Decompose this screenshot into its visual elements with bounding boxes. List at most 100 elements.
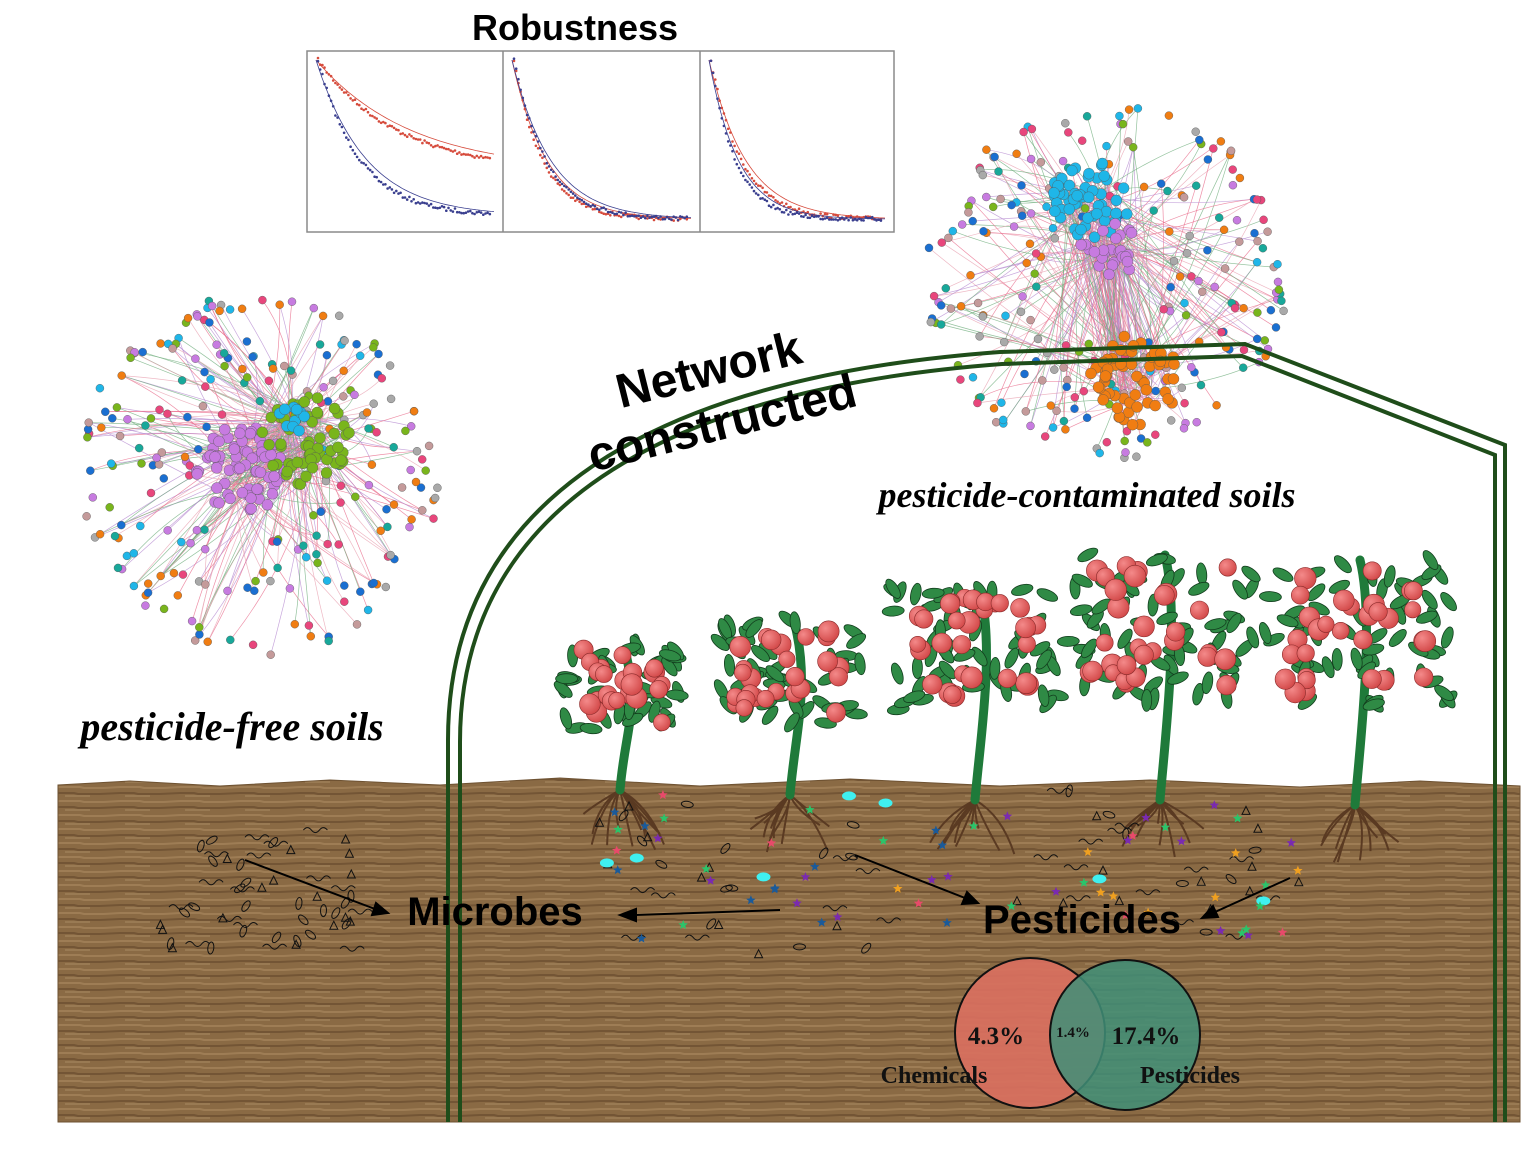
network-node — [218, 423, 231, 436]
network-edge — [1105, 258, 1260, 352]
network-node — [169, 568, 179, 578]
network-node — [168, 344, 177, 353]
network-node — [1061, 425, 1070, 434]
microbes-label: Microbes — [407, 890, 583, 934]
robustness-point — [724, 118, 728, 122]
network-node — [937, 320, 946, 329]
pesticide-star — [1002, 811, 1013, 821]
robustness-fit-line — [315, 59, 495, 155]
network-node — [236, 487, 249, 499]
robustness-point — [851, 218, 855, 222]
microbe-spiral — [855, 868, 881, 875]
network-node — [1038, 376, 1047, 385]
pesticide-star — [653, 833, 663, 843]
network-node — [1125, 227, 1138, 239]
robustness-point — [460, 211, 463, 215]
network-node — [1167, 373, 1180, 385]
network-node — [968, 373, 978, 382]
network-edge — [127, 418, 283, 428]
tomato-fruit — [1361, 669, 1382, 689]
robustness-point — [565, 185, 568, 189]
network-node — [205, 318, 214, 327]
network-node — [1279, 306, 1288, 316]
robustness-point — [340, 88, 344, 91]
network-node — [1103, 268, 1115, 281]
venn-diagram: 4.3% 1.4% 17.4% Chemicals Pesticides — [881, 957, 1240, 1111]
plant-leaf — [1232, 579, 1248, 600]
plant-leaf — [784, 712, 800, 733]
network-node — [309, 511, 318, 520]
network-edge — [971, 200, 1156, 402]
arrows — [244, 854, 1291, 923]
network-node — [213, 497, 225, 509]
network-node — [1098, 170, 1110, 182]
microbe-spiral — [1078, 838, 1104, 845]
pesticide-star — [1243, 930, 1253, 940]
network-node — [1252, 258, 1262, 267]
pesticide-star — [636, 933, 647, 943]
robustness-point — [836, 219, 840, 222]
robustness-point — [479, 154, 483, 158]
network-node — [1012, 149, 1021, 159]
pesticide-star — [613, 824, 623, 834]
microbe-rod — [240, 877, 252, 888]
network-node — [319, 383, 328, 392]
network-edge — [292, 419, 418, 452]
robustness-point — [626, 213, 630, 216]
robustness-point — [475, 154, 479, 158]
robustness-point — [808, 216, 812, 220]
network-nodes — [924, 104, 1288, 462]
network-node — [1263, 227, 1272, 236]
microbe-spiral — [185, 941, 210, 947]
network-node — [1139, 182, 1149, 192]
network-node — [238, 364, 247, 374]
robustness-point — [825, 216, 829, 220]
tomato-fruit — [1082, 660, 1103, 682]
pesticides-label: Pesticides — [983, 898, 1181, 942]
robustness-point — [445, 209, 448, 212]
microbe-triangle — [1012, 895, 1022, 906]
robustness-point — [525, 113, 529, 117]
pesticide-particles — [599, 790, 1303, 943]
robustness-point — [358, 158, 361, 162]
robustness-point — [512, 59, 516, 63]
network-node — [1022, 258, 1031, 268]
pesticide-blob — [1092, 874, 1107, 884]
robustness-point — [532, 138, 535, 141]
network-node — [1102, 438, 1112, 447]
plant-leaf — [1440, 592, 1457, 612]
robustness-point — [672, 219, 675, 222]
tomato-fruit — [1216, 674, 1237, 696]
robustness-point — [845, 216, 848, 220]
network-node — [242, 337, 252, 346]
network-node — [112, 403, 122, 412]
network-edge — [160, 459, 229, 577]
microbe-spiral — [876, 917, 901, 924]
network-node — [203, 637, 212, 646]
robustness-point — [729, 131, 732, 134]
network-node — [383, 522, 392, 532]
network-node — [1239, 304, 1248, 313]
tomato-fruit — [1015, 617, 1036, 639]
robustness-point — [685, 215, 689, 218]
network-node — [1180, 298, 1189, 308]
network-node — [1070, 393, 1080, 402]
robustness-point — [759, 184, 762, 188]
plant-leaf — [1362, 698, 1385, 711]
robustness-point — [821, 217, 825, 221]
network-node — [1191, 181, 1201, 190]
plant-leaf — [1333, 555, 1352, 574]
robustness-point — [633, 215, 636, 218]
plant-leaf — [903, 690, 926, 703]
robustness-point — [868, 216, 872, 220]
robustness-point — [416, 201, 420, 204]
tomato-fruit — [620, 673, 643, 696]
robustness-point — [358, 103, 361, 107]
tomato-fruit — [1331, 621, 1350, 640]
robustness-point — [748, 183, 751, 186]
robustness-point — [331, 79, 335, 82]
network-node — [322, 351, 332, 360]
microbe-spiral — [330, 885, 356, 892]
robustness-point — [336, 83, 339, 86]
plant-leaf — [1196, 562, 1208, 586]
